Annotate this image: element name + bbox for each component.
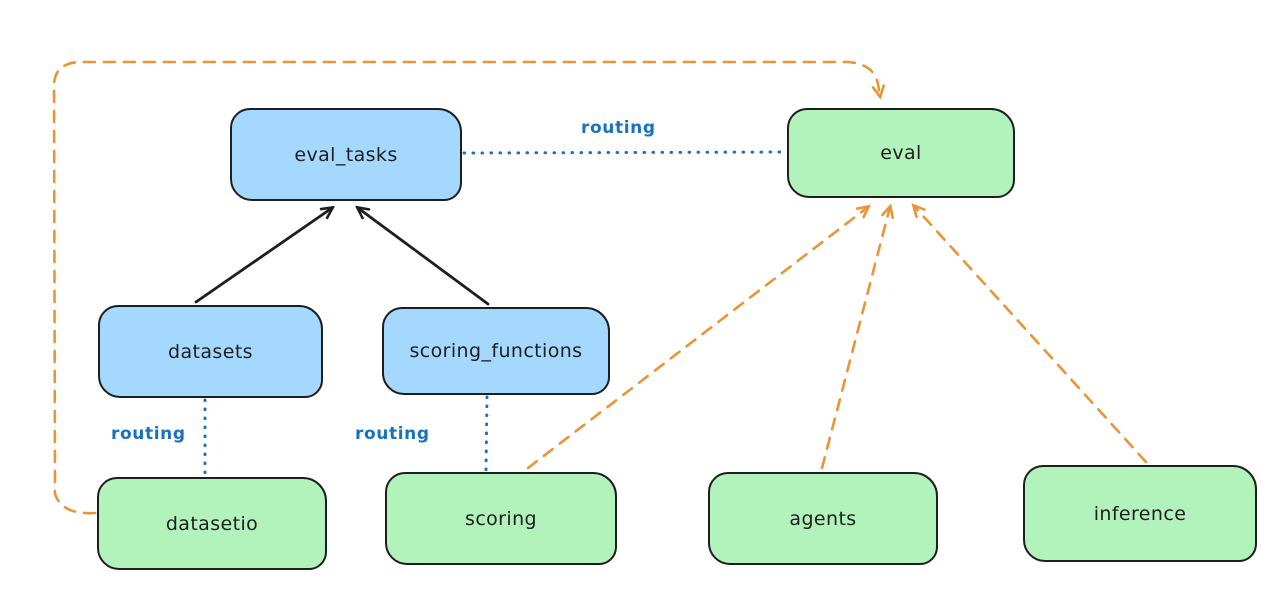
edge-label-routing-datasetio: routing <box>111 424 186 444</box>
edge-agents-to-eval <box>820 207 890 470</box>
edge-label-routing-top: routing <box>581 118 656 138</box>
edge-scoring-to-eval <box>526 207 868 470</box>
edge-routing-eval-tasks-eval <box>462 150 787 155</box>
edge-datasetio-to-eval-loop <box>52 60 880 515</box>
node-eval: eval <box>787 108 1015 198</box>
node-datasets-label: datasets <box>168 340 253 363</box>
node-inference: inference <box>1023 465 1257 562</box>
node-scoring-functions-label: scoring_functions <box>409 340 583 362</box>
node-agents-label: agents <box>789 507 857 530</box>
edge-label-routing-scoring: routing <box>355 424 430 444</box>
node-agents: agents <box>708 472 938 565</box>
node-datasetio-label: datasetio <box>165 512 259 535</box>
edge-scoring-functions-to-eval-tasks <box>358 208 490 306</box>
node-scoring-functions: scoring_functions <box>382 307 610 395</box>
node-inference-label: inference <box>1093 502 1187 525</box>
node-scoring: scoring <box>385 472 617 565</box>
edge-datasets-to-eval-tasks <box>194 208 332 304</box>
edge-inference-to-eval <box>914 206 1148 464</box>
node-eval-tasks-label: eval_tasks <box>294 143 398 166</box>
edge-routing-scoring-functions-scoring <box>484 395 489 472</box>
node-datasetio: datasetio <box>97 477 327 570</box>
node-eval-tasks: eval_tasks <box>230 108 462 201</box>
node-scoring-label: scoring <box>465 507 537 530</box>
node-eval-label: eval <box>880 142 922 164</box>
node-datasets: datasets <box>98 305 323 398</box>
